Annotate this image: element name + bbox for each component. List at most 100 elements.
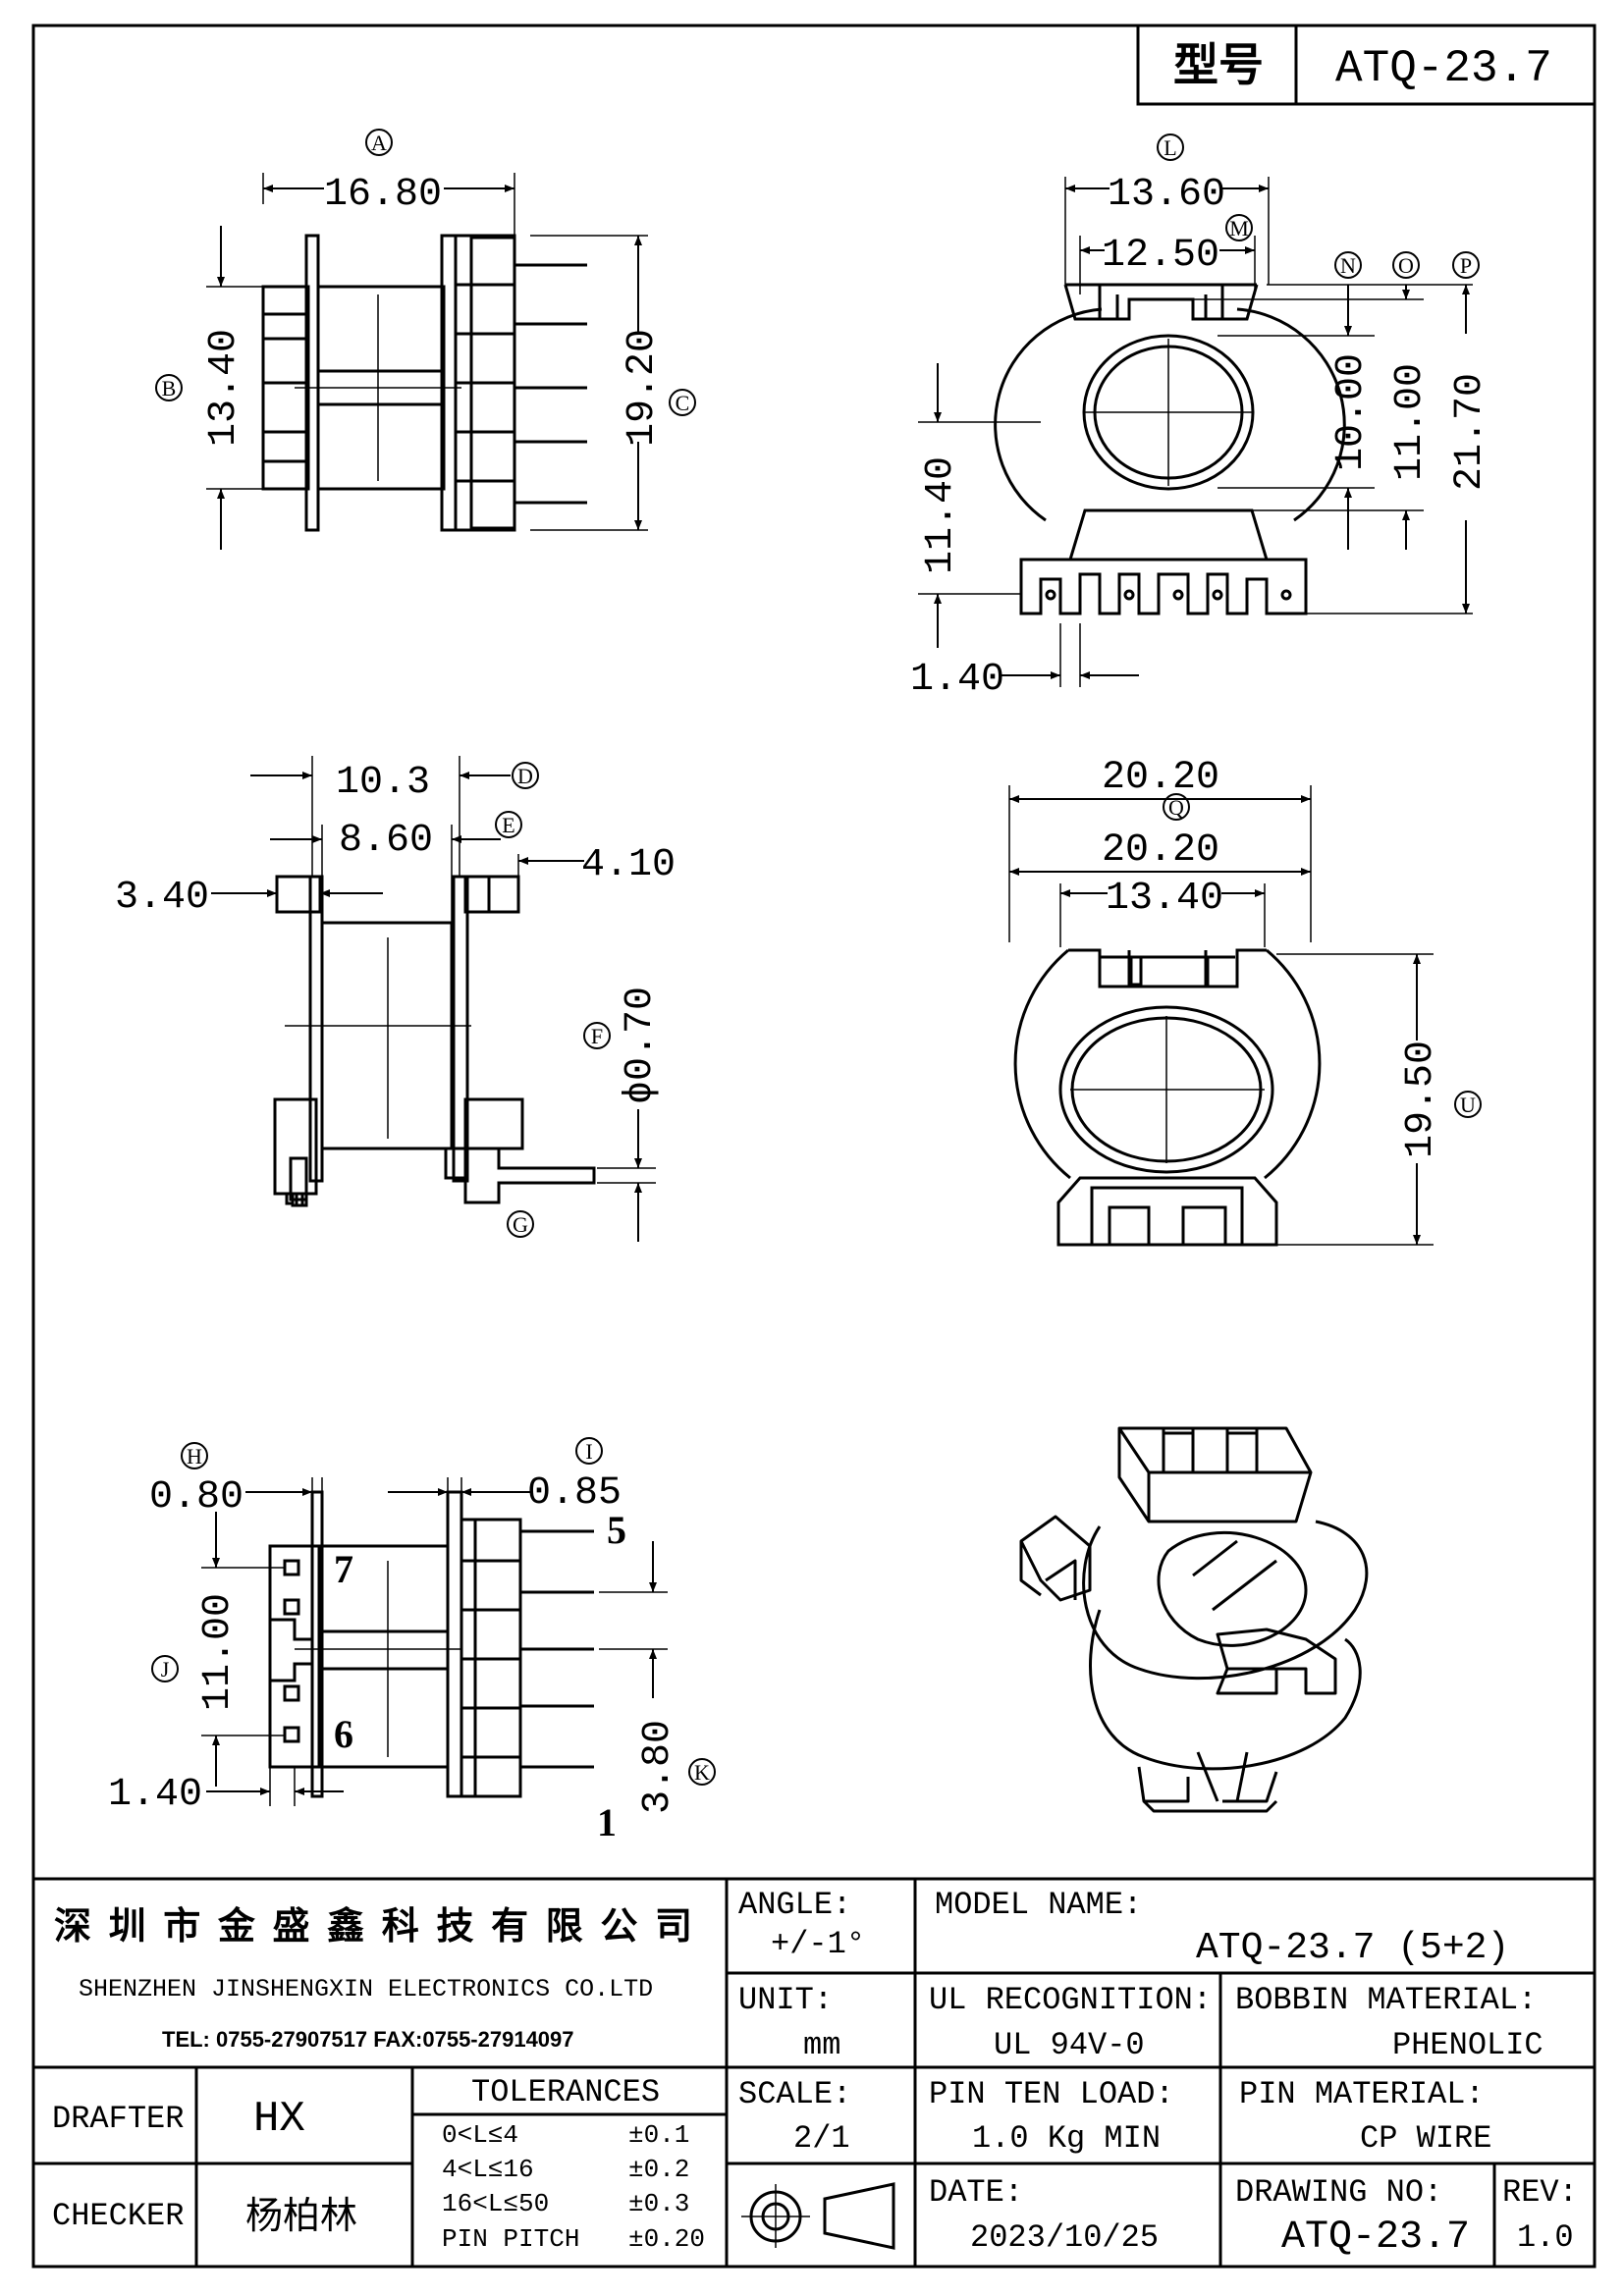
dim-o: 11.00 bbox=[1388, 363, 1433, 481]
pin-material-value: CP WIRE bbox=[1360, 2120, 1492, 2157]
circle-label-i: I bbox=[585, 1439, 592, 1464]
tolerance-range-1: 0<L≤4 bbox=[442, 2120, 519, 2150]
tolerance-range-3: 16<L≤50 bbox=[442, 2189, 550, 2218]
tolerances-label: TOLERANCES bbox=[471, 2074, 661, 2110]
scale-label: SCALE: bbox=[738, 2076, 852, 2112]
company-name-cn: 深圳市金盛鑫科技有限公司 bbox=[54, 1904, 692, 1948]
title-block-grid bbox=[33, 1877, 1595, 2267]
side-view bbox=[211, 756, 656, 1242]
circle-label-a: A bbox=[371, 131, 387, 155]
side-view-labels: 10.3 D 8.60 E 4.10 3.40 F ϕ0.70 G bbox=[115, 761, 676, 1238]
tolerance-value-1: ±0.1 bbox=[628, 2120, 690, 2150]
dim-j: 11.00 bbox=[196, 1593, 241, 1711]
drafter-label: DRAFTER bbox=[52, 2101, 185, 2137]
tolerance-range-2: 4<L≤16 bbox=[442, 2155, 534, 2184]
dim-f: ϕ0.70 bbox=[619, 987, 663, 1104]
circle-label-l: L bbox=[1164, 135, 1176, 160]
dim-q-second: 20.20 bbox=[1102, 828, 1219, 873]
circle-label-e: E bbox=[502, 813, 514, 837]
bottom-view bbox=[201, 1477, 668, 1806]
tolerance-value-4: ±0.20 bbox=[628, 2224, 706, 2254]
bobbin-material-value: PHENOLIC bbox=[1392, 2027, 1543, 2063]
unit-value: mm bbox=[803, 2027, 841, 2063]
dim-u: 19.50 bbox=[1399, 1041, 1443, 1158]
top-view bbox=[1008, 785, 1434, 1247]
pin-number-5: 5 bbox=[607, 1508, 626, 1552]
model-name-value: ATQ-23.7 (5+2) bbox=[1196, 1927, 1510, 1969]
end-view bbox=[918, 177, 1473, 687]
dim-side-left: 3.40 bbox=[115, 876, 209, 920]
dim-p: 21.70 bbox=[1448, 373, 1492, 491]
bobbin-material-label: BOBBIN MATERIAL: bbox=[1235, 1982, 1538, 2018]
drawing-no-label: DRAWING NO: bbox=[1235, 2174, 1443, 2211]
dim-bottom-pin: 1.40 bbox=[108, 1773, 202, 1817]
pin-ten-load-label: PIN TEN LOAD: bbox=[929, 2076, 1174, 2112]
drawing-frame bbox=[31, 24, 1597, 2269]
circle-label-c: C bbox=[676, 391, 690, 415]
dim-top-inner: 13.40 bbox=[1106, 877, 1223, 921]
dim-m: 12.50 bbox=[1102, 234, 1219, 278]
dim-end-pin: 1.40 bbox=[910, 658, 1004, 702]
pin-number-6: 6 bbox=[334, 1712, 353, 1756]
circle-label-o: O bbox=[1398, 253, 1414, 278]
checker-value: 杨柏林 bbox=[245, 2194, 358, 2237]
bottom-view-labels: H 0.80 I 0.85 5 7 6 1 J 11.00 1.40 K 3.8… bbox=[108, 1437, 716, 1844]
angle-label: ANGLE: bbox=[738, 1887, 852, 1923]
ul-recognition-value: UL 94V-0 bbox=[994, 2027, 1145, 2063]
unit-label: UNIT: bbox=[738, 1982, 834, 2018]
header-model-box: 型号 ATQ-23.7 bbox=[1136, 24, 1597, 106]
dim-k: 3.80 bbox=[636, 1720, 680, 1814]
circle-label-u: U bbox=[1460, 1093, 1476, 1117]
ul-recognition-label: UL RECOGNITION: bbox=[929, 1982, 1213, 2018]
front-view bbox=[206, 173, 648, 550]
circle-label-j: J bbox=[161, 1657, 170, 1682]
circle-label-q: Q bbox=[1168, 795, 1184, 820]
tolerance-value-2: ±0.2 bbox=[628, 2155, 690, 2184]
model-name-label: MODEL NAME: bbox=[935, 1887, 1143, 1923]
isometric-view bbox=[1019, 1426, 1369, 1813]
dim-e: 8.60 bbox=[339, 819, 433, 863]
front-view-labels: A 16.80 B 13.40 C 19.20 bbox=[155, 129, 696, 447]
dim-n: 10.00 bbox=[1329, 353, 1374, 471]
circle-label-h: H bbox=[187, 1444, 202, 1468]
rev-label: REV: bbox=[1502, 2174, 1578, 2211]
dim-c: 19.20 bbox=[621, 329, 665, 447]
circle-label-m: M bbox=[1229, 216, 1249, 240]
pin-number-7: 7 bbox=[334, 1547, 353, 1591]
rev-value: 1.0 bbox=[1517, 2219, 1574, 2256]
circle-label-b: B bbox=[162, 376, 177, 400]
company-contact: TEL: 0755-27907517 FAX:0755-27914097 bbox=[162, 2027, 574, 2052]
company-name-en: SHENZHEN JINSHENGXIN ELECTRONICS CO.LTD bbox=[79, 1975, 653, 2003]
pin-ten-load-value: 1.0 Kg MIN bbox=[972, 2120, 1162, 2157]
scale-value: 2/1 bbox=[793, 2120, 850, 2157]
drawing-no-value: ATQ-23.7 bbox=[1281, 2216, 1471, 2260]
angle-value: +/-1° bbox=[771, 1926, 866, 1962]
circle-label-n: N bbox=[1340, 253, 1356, 278]
tolerance-range-4: PIN PITCH bbox=[442, 2224, 580, 2254]
end-view-labels: L 13.60 M 12.50 N O P 10.00 11.00 21.70 … bbox=[910, 133, 1492, 702]
circle-label-d: D bbox=[517, 764, 533, 788]
dim-end-left: 11.40 bbox=[919, 456, 963, 574]
circle-label-g: G bbox=[513, 1212, 528, 1237]
pin-material-label: PIN MATERIAL: bbox=[1239, 2076, 1485, 2112]
circle-label-p: P bbox=[1460, 253, 1472, 278]
circle-label-f: F bbox=[591, 1024, 603, 1048]
tolerance-value-3: ±0.3 bbox=[628, 2189, 690, 2218]
header-model-label: 型号 bbox=[1173, 38, 1264, 91]
top-view-labels: 20.20 Q 20.20 13.40 U 19.50 bbox=[1102, 756, 1482, 1158]
dim-side-right: 4.10 bbox=[581, 843, 676, 887]
header-model-value: ATQ-23.7 bbox=[1335, 43, 1552, 94]
dim-i: 0.85 bbox=[527, 1471, 622, 1516]
checker-label: CHECKER bbox=[52, 2198, 185, 2234]
circle-label-k: K bbox=[694, 1760, 710, 1785]
dim-l: 13.60 bbox=[1108, 173, 1225, 217]
date-value: 2023/10/25 bbox=[970, 2219, 1160, 2256]
pin-number-1: 1 bbox=[597, 1800, 617, 1844]
dim-b: 13.40 bbox=[202, 329, 246, 447]
date-label: DATE: bbox=[929, 2174, 1024, 2211]
dim-h: 0.80 bbox=[149, 1475, 244, 1520]
dim-q-outer: 20.20 bbox=[1102, 756, 1219, 800]
dim-a: 16.80 bbox=[324, 173, 442, 217]
dim-d: 10.3 bbox=[336, 761, 430, 805]
